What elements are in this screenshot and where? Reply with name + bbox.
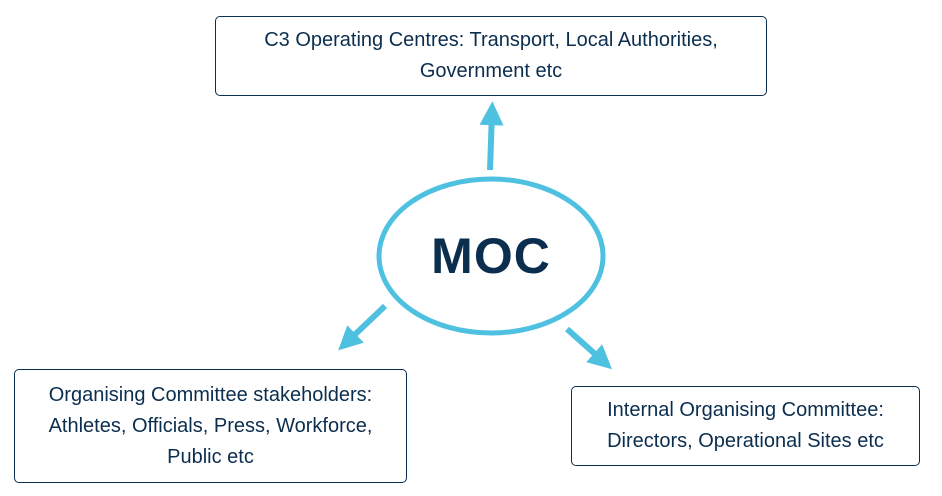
box-organising-committee-stakeholders: Organising Committee stakeholders: Athle… [14,369,407,483]
box-left-line-2: Athletes, Officials, Press, Workforce, [48,414,373,437]
box-right-line-1: Internal Organising Committee: [607,399,884,421]
box-top-line-1: C3 Operating Centres: Transport, Local A… [264,29,718,51]
box-top-line-2: Government etc [419,60,563,82]
box-right-line-2: Directors, Operational Sites etc [607,430,884,452]
center-ellipse [376,176,606,336]
arrow-down-right [565,326,613,370]
box-left-line-1: Organising Committee stakeholders: [48,383,373,406]
arrow-down-left [338,303,388,351]
center-label: MOC [378,178,604,334]
arrow-up [479,101,504,171]
box-c3-operating-centres: C3 Operating Centres: Transport, Local A… [215,16,767,96]
box-left-line-3: Public etc [167,445,254,468]
center-label-text: MOC [431,228,551,284]
box-internal-organising-committee: Internal Organising Committee: Directors… [571,386,920,466]
